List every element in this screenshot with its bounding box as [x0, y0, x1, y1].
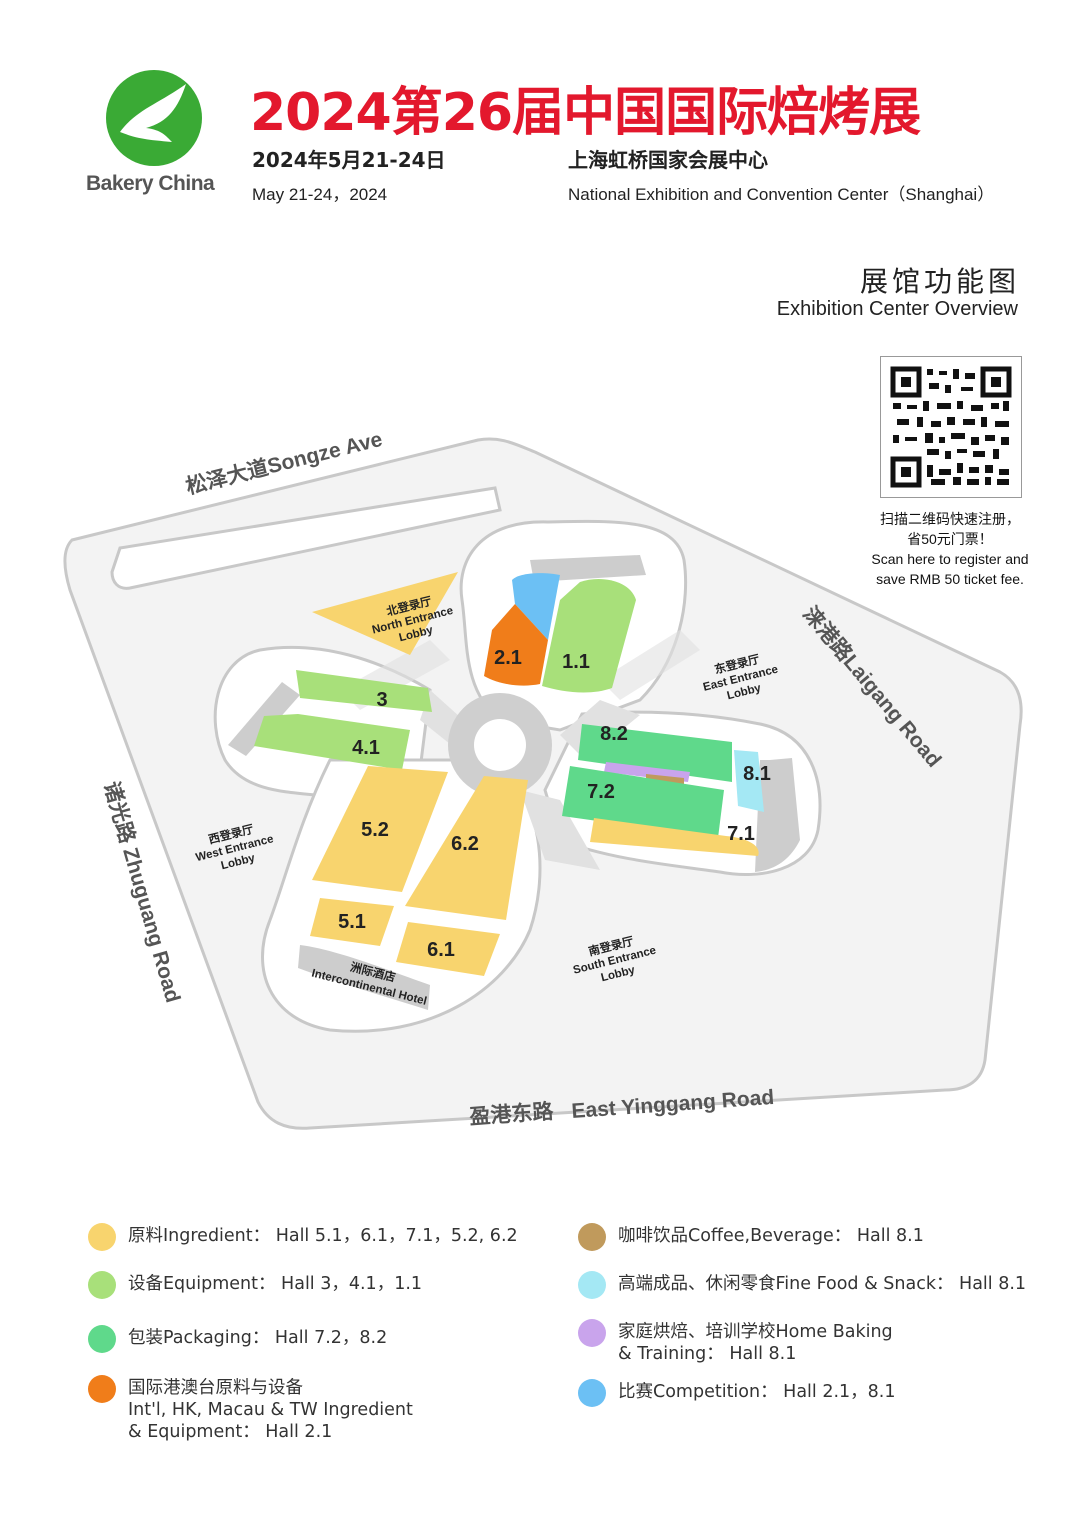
bird-logo-icon [120, 84, 186, 142]
legend-item: 设备Equipment： Hall 3，4.1，1.1 [88, 1271, 423, 1299]
legend-color-swatch [88, 1223, 116, 1251]
venue-en: National Exhibition and Convention Cente… [568, 185, 995, 204]
legend-color-swatch [578, 1271, 606, 1299]
legend-item: 国际港澳台原料与设备 Int'l, HK, Macau & TW Ingredi… [88, 1375, 413, 1443]
registration-qr-code[interactable] [880, 356, 1022, 498]
legend-label: 高端成品、休闲零食Fine Food & Snack： Hall 8.1 [618, 1274, 1027, 1294]
legend-label: 原料Ingredient： Hall 5.1，6.1，7.1，5.2, 6.2 [128, 1226, 518, 1246]
hall-4-1 [254, 714, 410, 770]
legend-item: 比赛Competition： Hall 2.1，8.1 [578, 1379, 896, 1407]
legend-color-swatch [88, 1271, 116, 1299]
legend-color-swatch [88, 1325, 116, 1353]
hall-2-1-international [484, 604, 548, 686]
hall-label-6-1: 6.1 [427, 939, 455, 961]
hall-label-8-2: 8.2 [600, 723, 628, 745]
north-entrance-lobby [312, 572, 458, 655]
legend-color-swatch [578, 1379, 606, 1407]
legend-label: 包装Packaging： Hall 7.2，8.2 [128, 1328, 388, 1348]
legend-item: 包装Packaging： Hall 7.2，8.2 [88, 1325, 388, 1353]
legend-label: 国际港澳台原料与设备 Int'l, HK, Macau & TW Ingredi… [128, 1378, 413, 1442]
hall-1-1 [542, 579, 636, 693]
hall-6-2 [405, 776, 528, 920]
overview-title-cn: 展馆功能图 [859, 265, 1020, 298]
legend-label: 设备Equipment： Hall 3，4.1，1.1 [128, 1274, 423, 1294]
legend-item: 高端成品、休闲零食Fine Food & Snack： Hall 8.1 [578, 1271, 1027, 1299]
hall-label-5-2: 5.2 [361, 819, 389, 841]
hall-8-1-coffee [646, 774, 684, 784]
hall-8-2 [578, 724, 732, 782]
exhibition-center-map: 2.1 1.1 3 4.1 5.2 6.2 5.1 6.1 8.2 8.1 7.… [63, 427, 1023, 1130]
legend-item: 家庭烘焙、培训学校Home Baking & Training： Hall 8.… [578, 1319, 893, 1365]
overview-title-en: Exhibition Center Overview [776, 298, 1018, 320]
hall-label-2-1: 2.1 [494, 647, 522, 669]
hall-label-5-1: 5.1 [338, 911, 366, 933]
legend-item: 咖啡饮品Coffee,Beverage： Hall 8.1 [578, 1223, 924, 1251]
legend-label: 咖啡饮品Coffee,Beverage： Hall 8.1 [618, 1226, 924, 1246]
legend-label: 比赛Competition： Hall 2.1，8.1 [618, 1382, 896, 1402]
hall-5-2 [312, 766, 448, 892]
event-date-cn: 2024年5月21-24日 [252, 148, 446, 172]
bakery-china-logo [106, 70, 202, 166]
hall-6-1 [396, 922, 500, 976]
legend-item: 原料Ingredient： Hall 5.1，6.1，7.1，5.2, 6.2 [88, 1223, 518, 1251]
page-title: 2024第26届中国国际焙烤展 [250, 83, 921, 143]
hall-5-1 [310, 898, 394, 946]
hall-label-7-2: 7.2 [587, 781, 615, 803]
legend-color-swatch [578, 1319, 606, 1347]
brand-name: Bakery China [86, 172, 215, 195]
hall-label-7-1: 7.1 [727, 823, 755, 845]
north-parking-area [110, 486, 502, 590]
hall-label-6-2: 6.2 [451, 833, 479, 855]
legend-color-swatch [88, 1375, 116, 1403]
hall-7-1 [590, 818, 759, 856]
qr-code-icon [890, 366, 1012, 488]
qr-registration-note: 扫描二维码快速注册， 省50元门票！ Scan here to register… [871, 511, 1029, 587]
hall-2-1-competition [512, 573, 560, 640]
hall-label-3: 3 [376, 689, 387, 711]
hall-8-1 [734, 750, 764, 812]
hall-label-1-1: 1.1 [562, 651, 590, 673]
venue-cn: 上海虹桥国家会展中心 [568, 148, 768, 172]
event-date-en: May 21-24，2024 [252, 185, 388, 204]
hall-label-8-1: 8.1 [743, 763, 771, 785]
legend-label: 家庭烘焙、培训学校Home Baking & Training： Hall 8.… [618, 1322, 893, 1364]
hall-label-4-1: 4.1 [352, 737, 380, 759]
hall-3 [296, 670, 432, 712]
legend-color-swatch [578, 1223, 606, 1251]
